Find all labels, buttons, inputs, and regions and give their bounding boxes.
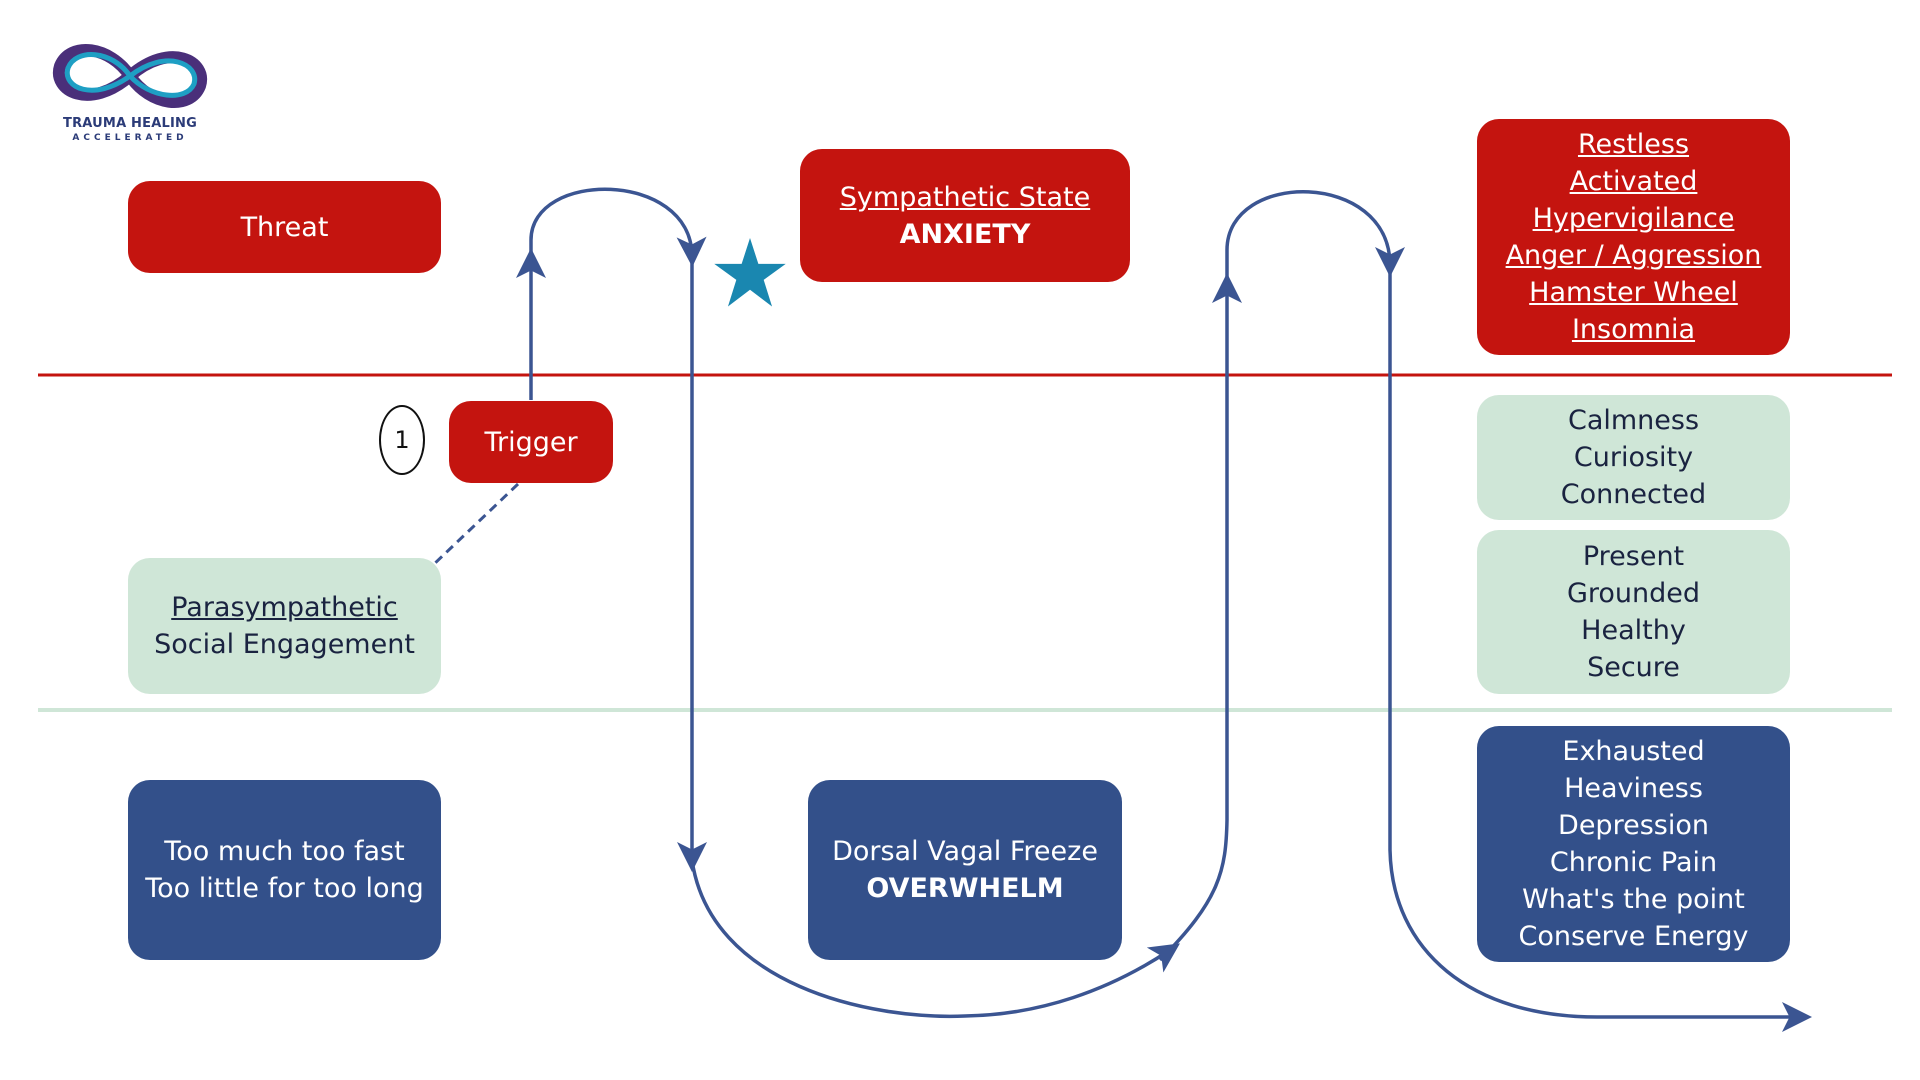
arrow-loop-top-1 [529,187,707,267]
sympathetic-symptoms-box: Restless Activated Hypervigilance Anger … [1477,119,1790,355]
step-number: 1 [394,426,410,454]
step-number-badge: 1 [379,405,425,475]
infinity-logo-icon [52,44,208,108]
list-item: Insomnia [1571,314,1696,345]
logo: TRAUMA HEALING ACCELERATED [50,36,210,148]
list-item: Hypervigilance [1532,203,1735,234]
trigger-connector [430,482,520,568]
logo-subtitle: ACCELERATED [72,133,188,143]
too-much-box: Too much too fast Too little for too lon… [128,780,441,960]
dorsal-vagal-box: Dorsal Vagal Freeze OVERWHELM [808,780,1122,960]
arrow-loop-top-2 [1225,190,1405,285]
list-item: Restless [1577,129,1690,160]
list-item: Curiosity [1573,442,1694,473]
list-item: Grounded [1566,578,1701,609]
list-item: Calmness [1567,405,1700,436]
threat-box: Threat [128,181,441,273]
list-item: Anger / Aggression [1505,240,1762,271]
parasympathetic-subtitle: Social Engagement [154,629,415,660]
dorsal-subtitle: OVERWHELM [866,873,1064,904]
dorsal-symptoms-box: Exhausted Heaviness Depression Chronic P… [1477,726,1790,962]
arrow-bottom-curve-1 [690,859,1180,1019]
list-item: What's the point [1522,884,1745,915]
sympathetic-title: Sympathetic State [839,181,1091,213]
trigger-box: Trigger [449,401,613,483]
list-item: Exhausted [1562,736,1705,767]
list-item: Heaviness [1564,773,1703,804]
social-traits-box-2: Present Grounded Healthy Secure [1477,530,1790,694]
list-item: Activated [1569,166,1698,197]
list-item: Healthy [1581,615,1686,646]
list-item: Hamster Wheel [1529,277,1738,308]
too-much-line-2: Too little for too long [145,873,424,904]
dorsal-title: Dorsal Vagal Freeze [832,836,1098,867]
list-item: Connected [1560,479,1707,510]
too-much-line-1: Too much too fast [164,836,405,867]
star-icon [714,238,786,307]
list-item: Conserve Energy [1518,921,1749,952]
list-item: Chronic Pain [1549,847,1718,878]
list-item: Present [1582,541,1685,572]
arrow-down-final [1388,270,1812,1032]
trigger-label: Trigger [484,426,578,458]
list-item: Secure [1587,652,1680,683]
logo-title: TRAUMA HEALING [63,116,197,131]
sympathetic-subtitle: ANXIETY [899,218,1031,250]
social-traits-box-1: Calmness Curiosity Connected [1477,395,1790,520]
list-item: Depression [1558,810,1709,841]
sympathetic-state-box: Sympathetic State ANXIETY [800,149,1130,282]
parasympathetic-title: Parasympathetic [171,592,398,623]
parasympathetic-box: Parasympathetic Social Engagement [128,558,441,694]
threat-label: Threat [240,211,329,243]
arrow-up-2 [1158,273,1242,962]
